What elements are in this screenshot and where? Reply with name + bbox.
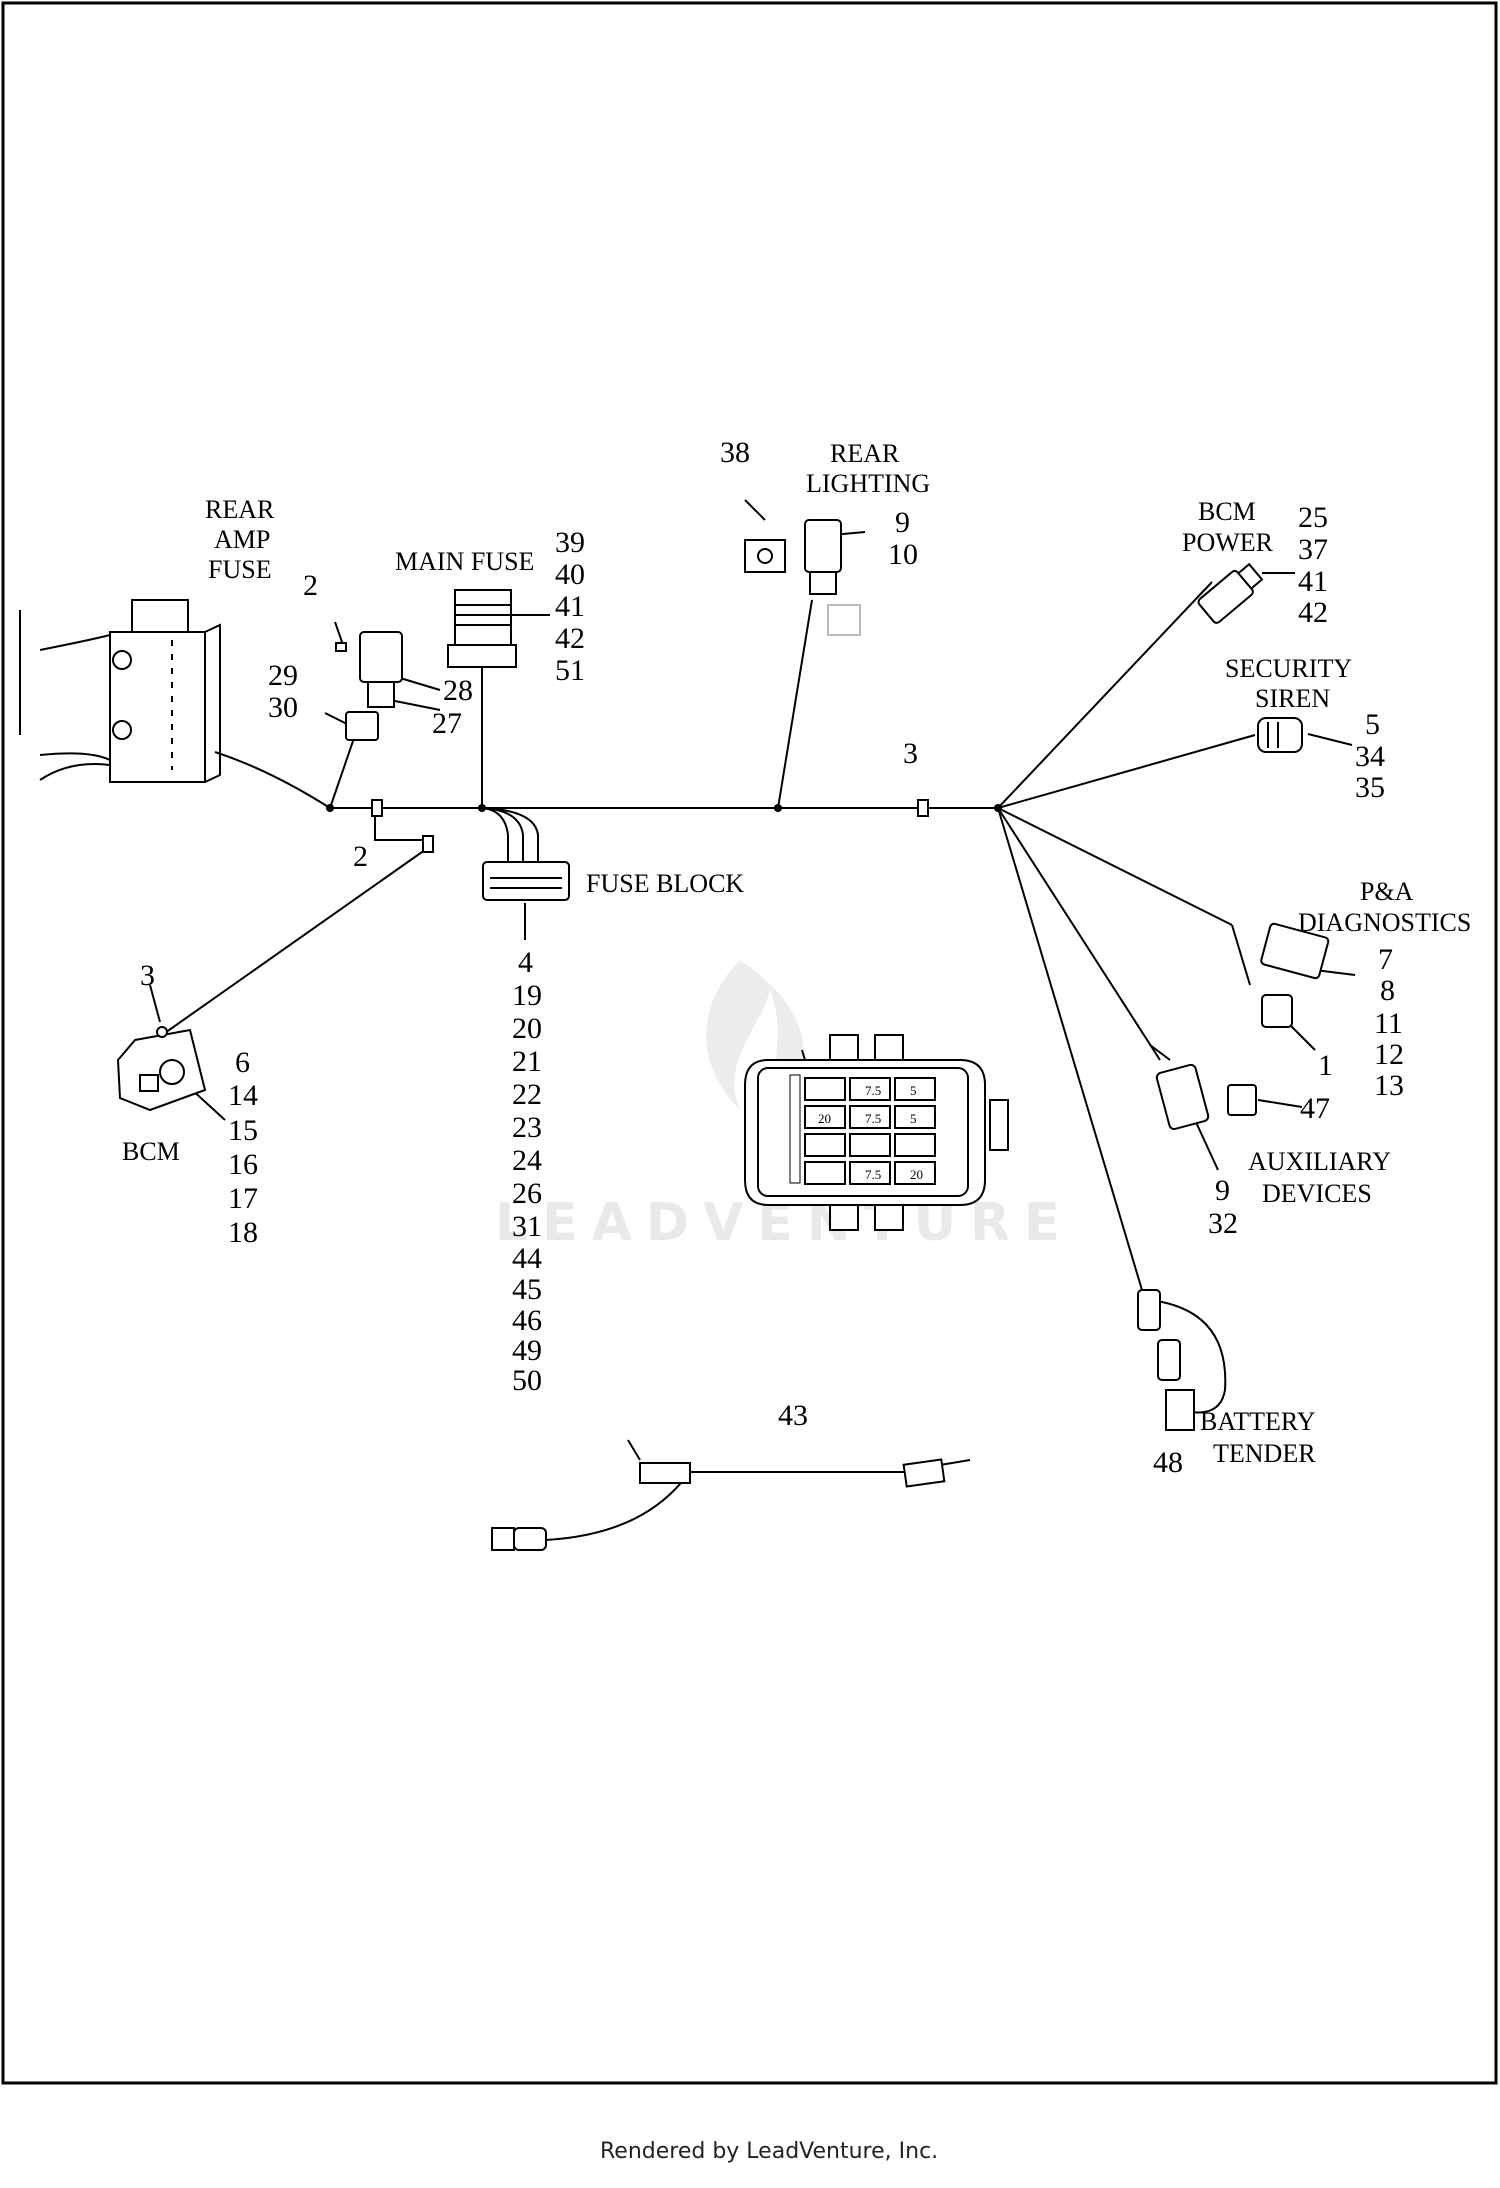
- branch-clip: [422, 835, 434, 853]
- callout-42: 42: [555, 622, 585, 655]
- callout-aux-32: 32: [1208, 1207, 1238, 1240]
- label-bcm: BCM: [122, 1137, 180, 1166]
- label-aux-devices-2: DEVICES: [1262, 1179, 1372, 1208]
- bcm-power-connector: [1197, 562, 1264, 624]
- callout-fb-4: 4: [518, 946, 533, 979]
- trunk-clip-3: [917, 799, 929, 817]
- callout-rl-9: 9: [895, 506, 910, 539]
- callout-bcm-3: 3: [140, 959, 155, 992]
- pa-diagnostics-connector: [1231, 922, 1330, 1028]
- callout-40: 40: [555, 558, 585, 591]
- callout-fb-50: 50: [512, 1364, 542, 1397]
- label-rear-lighting-2: LIGHTING: [806, 469, 930, 498]
- callout-27: 27: [432, 707, 462, 740]
- fuse-block: [482, 861, 570, 901]
- auxiliary-devices-connector: [1149, 1044, 1257, 1130]
- label-rear-amp-fuse-3: FUSE: [208, 555, 272, 584]
- callout-pa-8: 8: [1380, 974, 1395, 1007]
- callout-bp-41: 41: [1298, 565, 1328, 598]
- callout-fb-31: 31: [512, 1210, 542, 1243]
- callout-fb-26: 26: [512, 1177, 542, 1210]
- callout-25: 25: [1298, 501, 1328, 534]
- callout-43: 43: [778, 1399, 808, 1432]
- label-bcm-power-1: BCM: [1198, 497, 1256, 526]
- callout-rear-amp-2: 2: [303, 569, 318, 602]
- label-security-siren-2: SIREN: [1255, 684, 1330, 713]
- fuse-rating-5: 5: [910, 1111, 917, 1126]
- callout-48: 48: [1153, 1446, 1183, 1479]
- label-pa-diagnostics-2: DIAGNOSTICS: [1298, 908, 1471, 937]
- callout-28: 28: [443, 674, 473, 707]
- fuse-rating-6: 7.5: [865, 1167, 881, 1182]
- callout-51: 51: [555, 654, 585, 687]
- callout-rl-10: 10: [888, 538, 918, 571]
- label-aux-devices-1: AUXILIARY: [1248, 1147, 1391, 1176]
- label-security-siren-1: SECURITY: [1225, 654, 1352, 683]
- callout-fb-20: 20: [512, 1012, 542, 1045]
- fuse-block-detail: [744, 1034, 1009, 1231]
- frame-bracket: [19, 599, 221, 783]
- rear-amp-fuse-holder: [335, 631, 403, 741]
- fuse-rating-4: 7.5: [865, 1111, 881, 1126]
- callout-fb-44: 44: [512, 1242, 542, 1275]
- label-main-fuse: MAIN FUSE: [395, 547, 534, 576]
- label-fuse-block: FUSE BLOCK: [586, 869, 744, 898]
- callout-fb-45: 45: [512, 1273, 542, 1306]
- fuse-block-callouts: 4 19 20 21 22 23 24 26 31 44 45 46 49 50: [512, 946, 542, 1397]
- label-battery-tender-1: BATTERY: [1200, 1407, 1316, 1436]
- callout-fb-24: 24: [512, 1144, 542, 1177]
- label-rear-lighting-1: REAR: [830, 439, 900, 468]
- callout-bcm-18: 18: [228, 1216, 258, 1249]
- callout-bcm-14: 14: [228, 1079, 258, 1112]
- callout-aux-9: 9: [1215, 1174, 1230, 1207]
- security-siren-connector: [1257, 717, 1303, 753]
- callout-35: 35: [1355, 771, 1385, 804]
- callout-pa-7: 7: [1378, 943, 1393, 976]
- footer-credit: Rendered by LeadVenture, Inc.: [600, 2139, 938, 2164]
- battery-tender-connector: [1137, 1289, 1195, 1431]
- callout-pa-12: 12: [1374, 1038, 1404, 1071]
- callout-34: 34: [1355, 740, 1385, 773]
- harness-43: [491, 1439, 946, 1551]
- callout-fb-46: 46: [512, 1304, 542, 1337]
- callout-fb-22: 22: [512, 1078, 542, 1111]
- callout-bp-42: 42: [1298, 596, 1328, 629]
- callout-bcm-6: 6: [235, 1046, 250, 1079]
- fuse-rating-1: 7.5: [865, 1083, 881, 1098]
- callout-39: 39: [555, 526, 585, 559]
- fuse-rating-3: 20: [818, 1111, 831, 1126]
- fuse-rating-7: 20: [910, 1167, 923, 1182]
- label-pa-diagnostics-1: P&A: [1360, 877, 1414, 906]
- callout-bcm-17: 17: [228, 1182, 258, 1215]
- label-rear-amp-fuse-2: AMP: [214, 525, 270, 554]
- callout-pa-1: 1: [1318, 1049, 1333, 1082]
- callout-fb-49: 49: [512, 1334, 542, 1367]
- callout-41: 41: [555, 590, 585, 623]
- callout-38: 38: [720, 436, 750, 469]
- callout-pa-13: 13: [1374, 1069, 1404, 1102]
- fuse-rating-2: 5: [910, 1083, 917, 1098]
- label-battery-tender-2: TENDER: [1213, 1439, 1316, 1468]
- main-fuse-holder: [447, 589, 517, 668]
- callout-29: 29: [268, 659, 298, 692]
- label-bcm-power-2: POWER: [1182, 528, 1274, 557]
- label-rear-amp-fuse-1: REAR: [205, 495, 275, 524]
- callout-47: 47: [1300, 1092, 1330, 1125]
- bcm-module: [116, 1026, 207, 1112]
- rear-lighting-connector: [744, 519, 861, 636]
- callout-branch-2: 2: [353, 840, 368, 873]
- callout-bcm-16: 16: [228, 1148, 258, 1181]
- callout-fb-21: 21: [512, 1045, 542, 1078]
- diagram-border: [1, 1, 1498, 2085]
- callout-fb-19: 19: [512, 979, 542, 1012]
- callout-fb-23: 23: [512, 1111, 542, 1144]
- callout-30: 30: [268, 691, 298, 724]
- callout-37: 37: [1298, 533, 1328, 566]
- callout-bcm-15: 15: [228, 1114, 258, 1147]
- callout-trunk-3: 3: [903, 737, 918, 770]
- callout-5: 5: [1365, 708, 1380, 741]
- callout-pa-11: 11: [1374, 1007, 1403, 1040]
- trunk-clip-2: [371, 799, 383, 817]
